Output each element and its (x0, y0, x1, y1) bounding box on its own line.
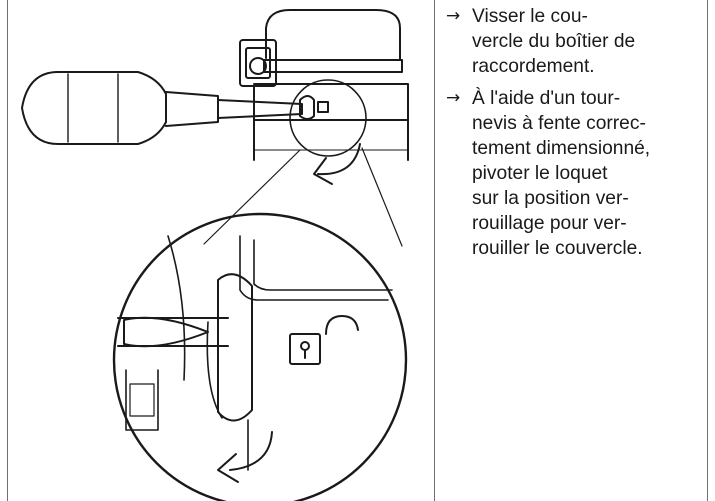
screwdriver-ferrule (165, 91, 219, 127)
step-2-line-6: rouillage pour ver- (472, 213, 627, 234)
cable-gland (239, 39, 277, 87)
arrow-right-icon: → (446, 88, 461, 108)
zoom-lower-part-inner (129, 383, 155, 417)
housing-body (253, 119, 409, 161)
step-2-line-1: À l'aide d'un tour- (472, 88, 621, 109)
table-border-left (7, 0, 8, 501)
latch-small (299, 95, 315, 120)
zoom-housing-edge-inner (253, 239, 393, 291)
step-2-line-3: tement dimensionné, (472, 138, 651, 159)
step-2-line-2: nevis à fente correc- (472, 113, 646, 134)
zoom-latch-shadow (206, 321, 223, 419)
step-1-line-1: Visser le cou- (472, 6, 588, 27)
housing-rim (263, 59, 403, 73)
rotation-arrow-upper (317, 143, 361, 176)
step-1-line-2: vercle du boîtier de (472, 31, 636, 52)
zoom-lower-part (125, 369, 159, 431)
zoom-blade (123, 316, 209, 348)
step-2-line-5: sur la position ver- (472, 188, 629, 209)
detail-marker-circle (289, 79, 367, 157)
lock-shackle-open (325, 315, 359, 335)
gland-ring (245, 47, 271, 79)
arrow-right-icon: → (446, 6, 461, 26)
step-1-line-3: raccordement. (472, 56, 595, 77)
instruction-list: → Visser le cou- vercle du boîtier de ra… (444, 4, 706, 268)
zoom-leader-left (203, 149, 301, 245)
zoom-housing-edge (239, 235, 389, 301)
lock-icon-small (317, 101, 329, 113)
rotation-arrow-upper-head (313, 157, 333, 185)
connector-plug (249, 57, 267, 75)
lock-icon (289, 333, 321, 365)
zoom-housing-edge-left (167, 235, 186, 381)
screwdriver-shaft (217, 99, 303, 119)
zoom-detail-circle (112, 212, 408, 501)
handle-grip-lines (67, 73, 119, 143)
zoom-latch (217, 273, 253, 422)
step-2-line-4: pivoter le loquet (472, 163, 608, 184)
instruction-step-2: → À l'aide d'un tour- nevis à fente corr… (444, 86, 706, 261)
screwdriver-handle (21, 71, 167, 145)
lock-keyhole (300, 341, 310, 351)
instruction-step-1: → Visser le cou- vercle du boîtier de ra… (444, 4, 706, 79)
table-border-right (707, 0, 708, 501)
step-2-line-7: rouiller le couvercle. (472, 238, 643, 259)
rotation-arrow-lower (229, 431, 273, 471)
zoom-shaft (117, 317, 229, 347)
housing-cap (265, 9, 401, 61)
table-column-divider (434, 0, 435, 501)
rotation-arrow-lower-head (217, 453, 239, 483)
screwdriver-lock-illustration (21, 9, 409, 501)
zoom-leader-right (361, 147, 403, 247)
